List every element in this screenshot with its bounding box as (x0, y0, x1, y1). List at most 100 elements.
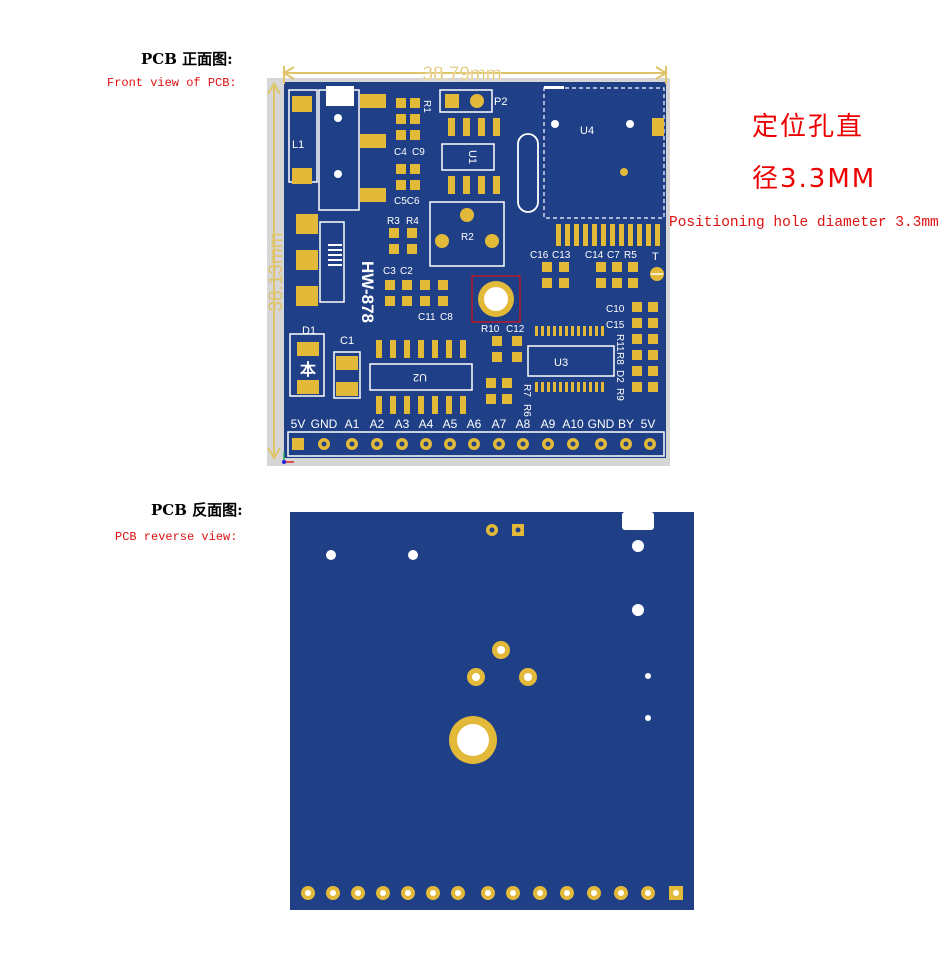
pin-label: A3 (395, 417, 410, 431)
r10c12-pads (492, 336, 522, 362)
label-c7: C7 (607, 250, 620, 261)
pad (292, 96, 312, 112)
hole (632, 540, 644, 552)
label-c8: C8 (440, 312, 453, 323)
label-d2: D2 (614, 370, 625, 383)
origin-axes-icon (282, 452, 294, 464)
c-cluster-pads (385, 280, 448, 306)
pin-label: GND (311, 417, 338, 431)
positioning-hole (484, 287, 508, 311)
label-d1: D1 (302, 325, 316, 337)
pad (296, 250, 318, 270)
u4-mark (544, 86, 564, 89)
back-positioning-hole (457, 724, 489, 756)
board-front (284, 82, 666, 458)
pad (460, 208, 474, 222)
pin-label: 5V (291, 417, 306, 431)
module-notch (622, 512, 654, 530)
label-c3: C3 (383, 266, 396, 277)
label-r5: R5 (624, 250, 637, 261)
pin-label: A5 (443, 417, 458, 431)
u3-pads-bottom (535, 382, 604, 392)
pin-label-row: 5V GND A1 A2 A3 A4 A5 A6 A7 A8 A9 A10 GN… (291, 417, 656, 431)
height-dim-label: 38.13mm (266, 232, 287, 311)
pin-label: GND (588, 417, 615, 431)
label-r3: R3 (387, 216, 400, 227)
r2-outline (429, 201, 505, 267)
label-r4: R4 (406, 216, 419, 227)
back-subtitle: PCB reverse view: (115, 530, 238, 544)
pin-label: BY (618, 417, 634, 431)
back-title: PCB 反面图: (151, 501, 243, 519)
label-u3: U3 (554, 357, 568, 369)
label-c12: C12 (506, 324, 525, 335)
sot-pins (328, 244, 342, 266)
label-u1: U1 (466, 150, 478, 164)
label-c9: C9 (412, 147, 425, 158)
u2-pads (376, 340, 466, 414)
front-title: PCB 正面图: (141, 50, 233, 68)
r7r6-pads (486, 378, 512, 404)
right-column-pads (632, 302, 658, 392)
pad (360, 94, 386, 108)
pin-label: A6 (467, 417, 482, 431)
hole (334, 170, 342, 178)
label-r11: R11 (614, 334, 625, 352)
pad (652, 118, 664, 136)
label-r6: R6 (521, 404, 532, 417)
hole (645, 673, 651, 679)
label-c13: C13 (552, 250, 571, 261)
hole (408, 550, 418, 560)
pcb-front-view: 38.79mm 38.13mm L1 HW-878 D1 本 C1 R1 P2 (266, 64, 670, 466)
sot-outline (319, 221, 345, 303)
board-back (290, 512, 694, 910)
hole (551, 120, 559, 128)
label-c15: C15 (606, 320, 625, 331)
label-c5c6: C5C6 (394, 196, 420, 207)
label-c10: C10 (606, 304, 625, 315)
u1-pads (448, 118, 500, 194)
u4-edge-pads (556, 224, 660, 246)
label-r8: R8 (614, 352, 625, 365)
pcb-reverse-view (290, 512, 694, 910)
label-u2: U2 (413, 371, 427, 383)
trimmer-pads-back (467, 641, 537, 686)
label-c1: C1 (340, 335, 354, 347)
header-pin-square (292, 438, 304, 450)
u3-outline (527, 345, 615, 377)
pin-label: A7 (492, 417, 507, 431)
label-r9: R9 (614, 388, 625, 401)
board-label: HW-878 (358, 261, 377, 323)
pin-label: A9 (541, 417, 556, 431)
hole (632, 604, 644, 616)
pad (445, 94, 459, 108)
u1-outline (441, 143, 495, 171)
hole (626, 120, 634, 128)
pad (297, 380, 319, 394)
crystal-outline (517, 133, 539, 213)
hole-highlight (471, 275, 521, 323)
label-c14: C14 (585, 250, 604, 261)
pad (360, 134, 386, 148)
pad (292, 168, 312, 184)
pad (297, 342, 319, 356)
hole (334, 114, 342, 122)
pad (470, 94, 484, 108)
pin-label: A1 (345, 417, 360, 431)
cap-pads-top (396, 98, 420, 190)
pad-hole (489, 527, 495, 533)
label-r2: R2 (461, 232, 474, 243)
front-subtitle: Front view of PCB: (107, 76, 237, 90)
label-r7: R7 (521, 384, 532, 397)
note-en: Positioning hole diameter 3.3mm (669, 215, 939, 231)
header-outline (287, 431, 665, 457)
pad (336, 356, 358, 370)
pad (336, 382, 358, 396)
width-dimension (282, 66, 668, 84)
pad-hole (515, 527, 521, 533)
d1-glyph: 本 (300, 360, 316, 379)
pin-label: A8 (516, 417, 531, 431)
label-r1: R1 (421, 100, 432, 113)
d1-outline (289, 333, 325, 397)
label-l1: L1 (292, 139, 304, 151)
